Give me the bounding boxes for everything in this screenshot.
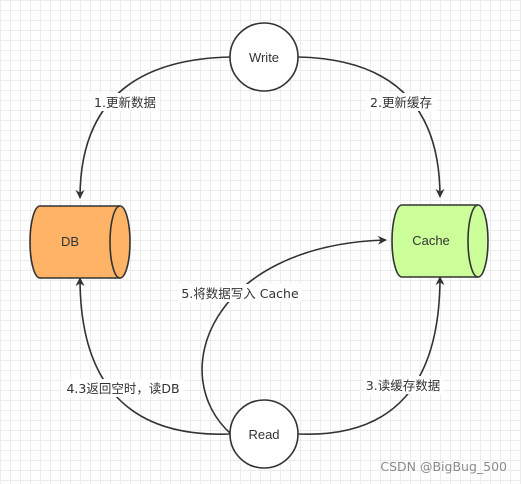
label-bg-read-write-cache <box>178 284 302 302</box>
read-label: Read <box>248 427 279 442</box>
cache-label: Cache <box>412 233 450 248</box>
write-circle <box>229 22 299 92</box>
edge-read-to-db <box>75 277 232 435</box>
label-bg-write-cache <box>365 93 437 111</box>
db-label: DB <box>61 234 79 249</box>
label-bg-read-cache <box>363 376 443 394</box>
db-cylinder-body <box>29 205 131 279</box>
edge-read-write-cache <box>201 235 387 435</box>
label-bg-write-db <box>90 93 160 111</box>
cache-cylinder-rim <box>467 204 479 278</box>
edge-read-to-cache <box>297 276 445 435</box>
write-node: Write <box>229 22 299 92</box>
edge-labels: 1.更新数据 2.更新缓存 5.将数据写入 Cache 4.3返回空时，读DB … <box>62 93 443 397</box>
edge-label-write-cache: 2.更新缓存 <box>370 95 432 110</box>
edge-write-to-db <box>75 56 232 199</box>
edge-label-read-db: 4.3返回空时，读DB <box>66 381 179 396</box>
db-cylinder-rim <box>109 205 121 279</box>
edge-label-write-db: 1.更新数据 <box>94 95 156 110</box>
edge-write-to-cache <box>297 56 445 198</box>
watermark-text: CSDN @BigBug_500 <box>380 459 507 474</box>
label-bg-read-db <box>62 379 184 397</box>
write-label: Write <box>249 50 279 65</box>
db-node: DB <box>29 205 131 279</box>
cache-node: Cache <box>391 204 489 278</box>
edge-label-read-write-cache: 5.将数据写入 Cache <box>181 286 299 301</box>
read-node: Read <box>229 399 299 469</box>
read-circle <box>229 399 299 469</box>
edge-label-read-cache: 3.读缓存数据 <box>366 378 440 393</box>
